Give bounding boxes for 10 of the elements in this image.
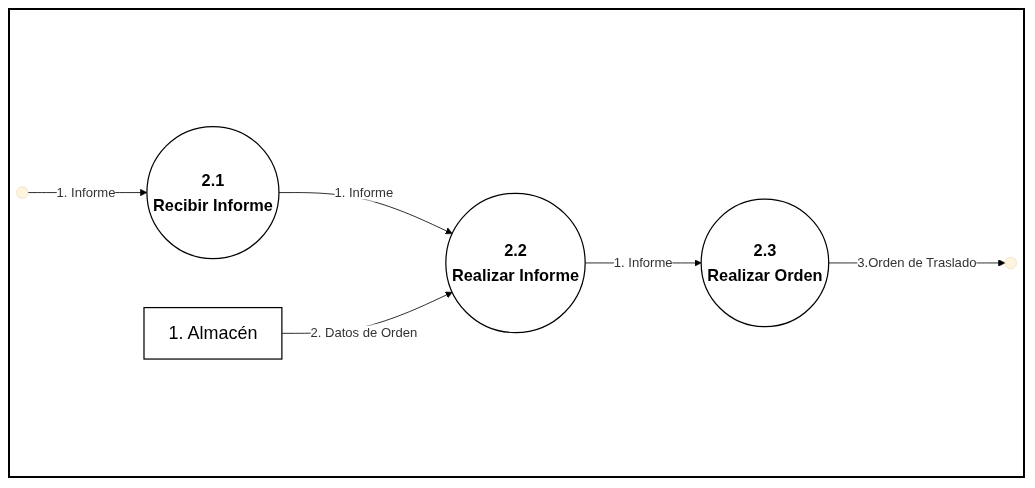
node-circle: [146, 126, 280, 260]
edge-label: 1. Informe: [613, 255, 673, 270]
node-circle: [445, 192, 586, 334]
edge-label: 2. Datos de Orden: [310, 326, 418, 341]
edge-label: 1. Informe: [56, 185, 116, 200]
node-circle: [700, 198, 830, 328]
diagram-frame: 1. Informe 1. Informe 1. Informe 2. Datos de Orden 3.Orden de Traslado 2.1 Recibir Informe 2.2 Realizar Informe 2.3 Realizar Orden 1. Almacén: [8, 8, 1025, 478]
edge-label: 1. Informe: [334, 185, 394, 200]
edge-label: 3.Orden de Traslado: [857, 255, 977, 270]
node-box: [143, 307, 283, 360]
